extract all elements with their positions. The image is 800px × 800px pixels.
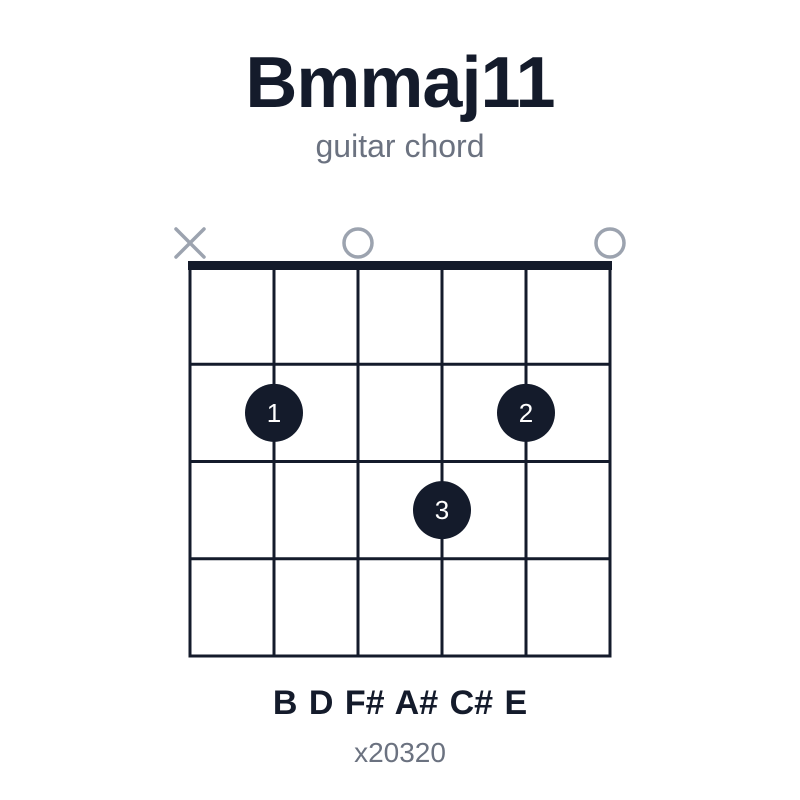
chord-subtitle: guitar chord <box>315 128 485 164</box>
chord-notes: B D F# A# C# E <box>272 684 528 722</box>
finger-dot-circle <box>245 383 303 442</box>
finger-dot: 2 <box>497 383 555 442</box>
finger-positions: 1 2 3 <box>245 383 555 540</box>
open-string-icon <box>342 227 374 259</box>
chord-name: Bmmaj11 <box>245 43 555 123</box>
finger-number: 2 <box>519 398 533 428</box>
open-string-icon <box>594 227 626 259</box>
finger-dot: 3 <box>413 481 471 540</box>
string-markers <box>174 227 626 259</box>
fretboard-grid <box>188 261 612 658</box>
finger-number: 3 <box>435 495 449 525</box>
nut <box>188 261 612 270</box>
muted-string-icon <box>174 227 206 259</box>
chord-fingering: x20320 <box>354 737 446 768</box>
finger-dot-circle <box>497 383 555 442</box>
finger-dot: 1 <box>245 383 303 442</box>
finger-dot-circle <box>413 481 471 540</box>
finger-number: 1 <box>267 398 281 428</box>
